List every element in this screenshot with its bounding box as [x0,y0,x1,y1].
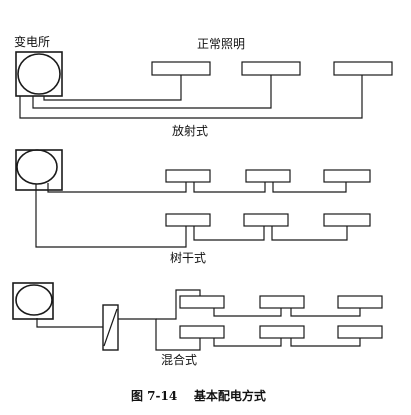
tree-section: 树干式 [15,149,371,265]
lower-trunk-line [271,226,348,241]
lower-trunk-line [213,338,282,347]
substation-box [12,282,54,320]
upper-trunk-feeder [156,289,201,320]
feeder-line-1 [43,75,182,101]
mixed-panel-upper-3 [337,295,383,309]
tree-panel-lower-3 [323,213,371,227]
mixed-section: 混合式 [12,282,383,367]
lower-trunk-feeder [118,318,201,351]
upper-trunk-line [47,182,187,193]
substation-box [15,51,63,97]
lighting-panel-2 [241,61,301,76]
upper-trunk-line [193,182,266,193]
lighting-panel-1 [151,61,211,76]
upper-trunk-line [290,308,361,317]
tree-panel-upper-2 [245,169,291,183]
feeder-line-3 [19,75,363,119]
feeder-line-2 [32,75,272,109]
radial-section: 变电所 正常照明 放射式 [14,34,393,138]
tree-panel-lower-1 [165,213,211,227]
tree-panel-lower-2 [243,213,289,227]
lower-trunk-line [193,226,265,241]
radial-type-label: 放射式 [172,123,208,138]
tree-type-label: 树干式 [170,250,206,265]
mixed-panel-lower-1 [179,325,225,339]
mixed-panel-upper-1 [179,295,225,309]
figure-caption: 图 7-14 基本配电方式 [131,388,266,403]
upper-trunk-line [272,182,347,193]
upper-trunk-line [213,308,282,317]
tree-panel-upper-3 [323,169,371,183]
transformer-symbol [15,284,53,316]
lighting-panel-3 [333,61,393,76]
mixed-type-label: 混合式 [161,352,197,367]
mixed-panel-lower-2 [259,325,305,339]
lower-trunk-line [35,184,187,248]
transformer-symbol [17,53,61,95]
mixed-panel-upper-2 [259,295,305,309]
normal-lighting-label: 正常照明 [197,37,245,51]
main-feeder-line [36,318,103,328]
substation-label: 变电所 [14,34,50,49]
distribution-box-diagonal [103,308,118,347]
mixed-panel-lower-3 [337,325,383,339]
transformer-symbol [16,149,58,185]
tree-panel-upper-1 [165,169,211,183]
lower-trunk-line [290,338,361,347]
